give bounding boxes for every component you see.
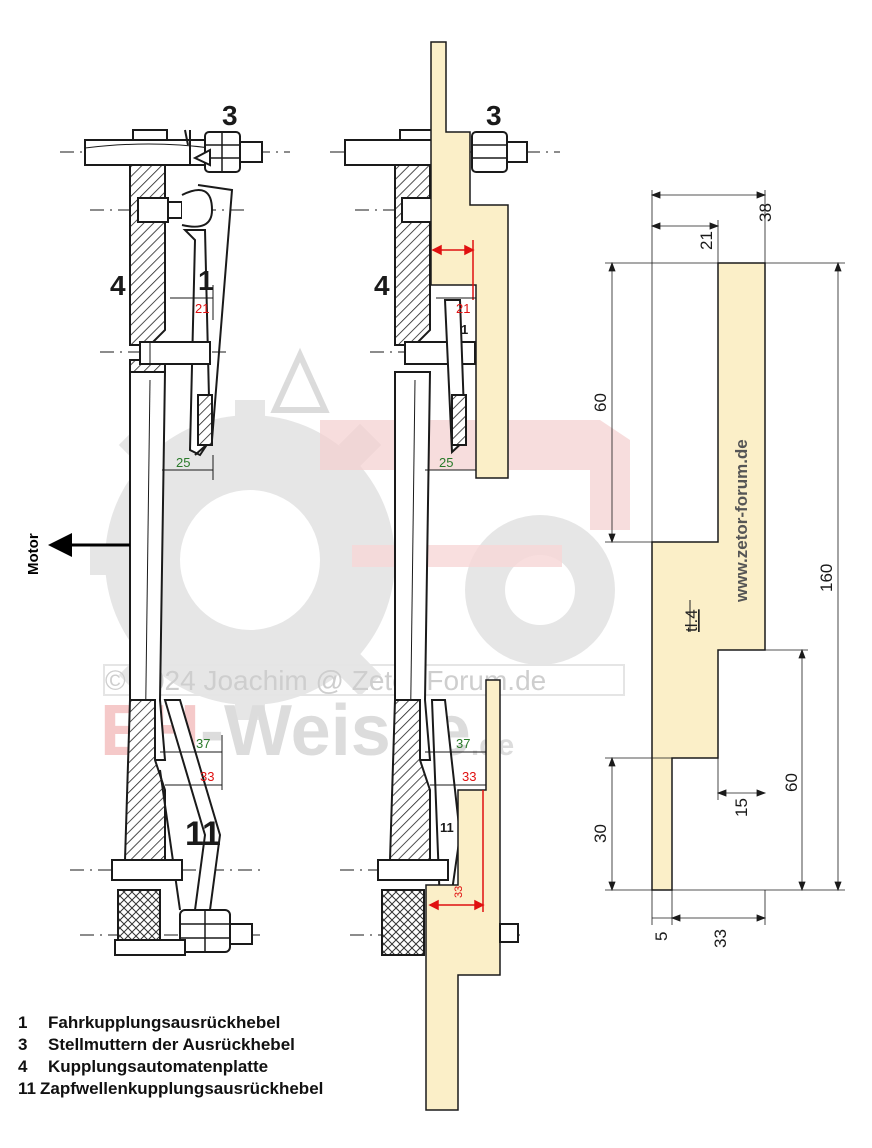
- legend-item: 3 Stellmuttern der Ausrückhebel: [18, 1034, 323, 1056]
- gauge-drawing: [330, 129, 560, 956]
- dim-37-original: 37: [196, 736, 210, 751]
- dim-15: 15: [732, 798, 751, 817]
- dim-33-original: 33: [200, 769, 214, 784]
- gauge-nuts: [471, 131, 528, 943]
- template-dimension-values: 38 21 60 160 60 30 15 5 33: [591, 203, 836, 948]
- dim-21-gauge: 21: [456, 301, 470, 316]
- motor-label: Motor: [25, 533, 42, 575]
- template-part: www.zetor-forum.de tl.4: [651, 262, 766, 891]
- tractor-wheel-watermark: [90, 347, 630, 720]
- legend-text: Stellmuttern der Ausrückhebel: [48, 1035, 295, 1054]
- label-4-original: 4: [110, 270, 126, 301]
- label-3-gauge: 3: [486, 100, 502, 131]
- dim-30: 30: [591, 824, 610, 843]
- dim-38: 38: [756, 203, 775, 222]
- legend-item: 1 Fahrkupplungsausrückhebel: [18, 1012, 323, 1034]
- gauge-red-arrows: [428, 240, 485, 912]
- gauge-labels: 3 4 1 11: [374, 100, 502, 835]
- part-id: tl.4: [682, 609, 701, 632]
- website-label: www.zetor-forum.de: [732, 439, 751, 603]
- dim-21-original: 21: [195, 301, 209, 316]
- label-11-original: 11: [185, 815, 221, 853]
- dim-21: 21: [697, 231, 716, 250]
- legend-num: 11: [18, 1079, 36, 1098]
- gauge-template-upper: [430, 41, 509, 479]
- template-dimension-lines: [605, 190, 845, 925]
- legend-item: 4 Kupplungsautomatenplatte: [18, 1056, 323, 1078]
- dim-60-top: 60: [591, 393, 610, 412]
- legend-num: 1: [18, 1013, 28, 1032]
- dim-160: 160: [817, 564, 836, 592]
- dim-33: 33: [711, 929, 730, 948]
- label-11-gauge: 11: [440, 820, 454, 835]
- original-labels: 3 4 1 11: [110, 100, 238, 853]
- label-1-original: 1: [198, 265, 214, 296]
- dim-25-gauge: 25: [439, 455, 453, 470]
- gauge-template-lower: [425, 679, 501, 1111]
- original-dimensions: [160, 285, 223, 790]
- dim-33-gauge: 33: [462, 769, 476, 784]
- parts-legend: 1 Fahrkupplungsausrückhebel 3 Stellmuttern…: [18, 1012, 323, 1100]
- dim-33-gauge-vertical: 33: [453, 886, 465, 898]
- label-3-original: 3: [222, 100, 238, 131]
- dim-5: 5: [652, 932, 671, 941]
- legend-text: Fahrkupplungsausrückhebel: [48, 1013, 281, 1032]
- legend-text: Kupplungsautomatenplatte: [48, 1057, 269, 1076]
- label-1-gauge: 1: [461, 322, 468, 337]
- original-clutch-drawing: [60, 129, 290, 956]
- legend-num: 3: [18, 1035, 28, 1054]
- legend-num: 4: [18, 1057, 28, 1076]
- label-4-gauge: 4: [374, 270, 390, 301]
- gauge-dim-lines: [425, 297, 486, 786]
- copyright-watermark: © 2024 Joachim @ Zetor-Forum.de: [105, 665, 546, 696]
- dim-60-bottom: 60: [782, 773, 801, 792]
- legend-text: Zapfwellenkupplungsausrückhebel: [39, 1079, 324, 1098]
- dim-25-original: 25: [176, 455, 190, 470]
- motor-arrow: Motor: [25, 533, 130, 575]
- dim-37-gauge: 37: [456, 736, 470, 751]
